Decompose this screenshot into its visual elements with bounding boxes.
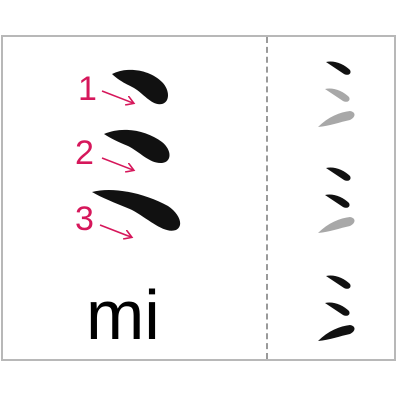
stroke-3-arrow: [99, 224, 131, 237]
stroke-number-3: 3: [75, 200, 94, 238]
frame-1: [318, 61, 355, 127]
frame-2-stroke-3: [318, 217, 355, 233]
stroke-number-1: 1: [78, 70, 97, 108]
panel-divider: [266, 37, 268, 359]
frame-3-stroke-3: [318, 325, 355, 341]
stroke-3: [92, 189, 181, 231]
frame-1-stroke-1: [326, 61, 351, 75]
frame-3-stroke-2: [325, 302, 350, 316]
frame-2-stroke-1: [326, 167, 351, 181]
frame-1-stroke-2: [325, 88, 350, 102]
frame-3-stroke-1: [326, 275, 351, 289]
stroke-1: [112, 69, 168, 105]
frame-1-stroke-3: [318, 111, 355, 127]
stroke-2-arrow: [101, 157, 133, 170]
frame-2: [318, 167, 355, 233]
frame-2-stroke-2: [325, 194, 350, 208]
romaji-label: mi: [86, 276, 160, 354]
stroke-2: [104, 129, 170, 164]
stroke-number-2: 2: [75, 134, 94, 172]
stroke-1-arrow: [101, 90, 133, 103]
frame-3: [318, 275, 355, 341]
